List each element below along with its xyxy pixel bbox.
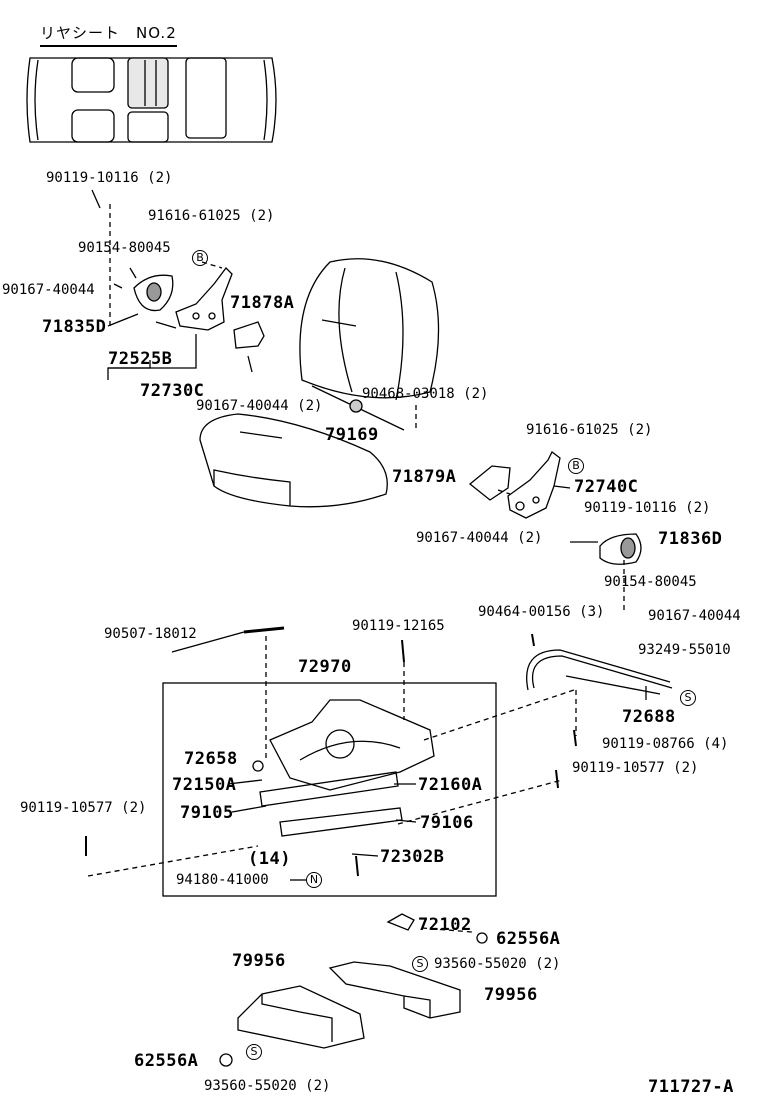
cable-icon [526,649,673,695]
part-label: 72730C [140,381,205,401]
part-label: 72970 [298,657,352,677]
diagram-code: 711727-A [648,1077,734,1097]
part-label: 71879A [392,467,457,487]
seat-adjuster-icon [252,699,435,837]
leader-lines [87,204,625,933]
part-label: 72102 [418,915,472,935]
part-label: 90464-00156 (3) [478,604,605,620]
symbol-s-marker: S [412,956,428,972]
seat-cushion-icon [199,413,388,508]
part-label: 93560-55020 (2) [204,1078,331,1094]
part-label: 79956 [484,985,538,1005]
part-label: 91616-61025 (2) [148,208,275,224]
part-label: 90167-40044 (2) [416,530,543,546]
part-label: 71836D [658,529,723,549]
part-label: 90167-40044 [648,608,741,624]
symbol-s-marker: S [680,690,696,706]
part-label: 72688 [622,707,676,727]
part-label: 62556A [496,929,561,949]
part-label: 72525B [108,349,173,369]
part-label: 90119-10577 (2) [20,800,147,816]
symbol-s-marker: S [246,1044,262,1060]
part-label: 71878A [230,293,295,313]
part-label: 71835D [42,317,107,337]
part-label: 79169 [325,425,379,445]
part-label: 94180-41000 [176,872,269,888]
part-label: 91616-61025 (2) [526,422,653,438]
part-label: (14) [248,849,291,869]
seat-back-icon [299,258,440,401]
hinge-left-icon [91,189,265,373]
part-label: 93249-55010 [638,642,731,658]
part-label: 90119-12165 [352,618,445,634]
part-label: 72740C [574,477,639,497]
part-label: 90119-08766 (4) [602,736,729,752]
small-parts-icon [85,633,577,1067]
part-label: 72150A [172,775,237,795]
part-label: 90119-10116 (2) [46,170,173,186]
symbol-b-marker: B [192,250,208,266]
floor-cover-left-icon [237,985,365,1049]
part-label: 90154-80045 [78,240,171,256]
part-label: 90167-40044 (2) [196,398,323,414]
spring-icon [243,626,285,634]
adjuster-frame-box [162,682,497,897]
part-label: 72160A [418,775,483,795]
symbol-n-marker: N [306,872,322,888]
vehicle-seat-layout-icon [26,57,277,143]
part-label: 90119-10116 (2) [584,500,711,516]
diagram-title: リヤシート NO.2 [40,22,177,47]
part-label: 90119-10577 (2) [572,760,699,776]
part-label: 72302B [380,847,445,867]
part-label: 62556A [134,1051,199,1071]
bolt-icon [91,189,101,209]
part-label: 90507-18012 [104,626,197,642]
part-label: 90468-03018 (2) [362,386,489,402]
floor-cover-right-icon [328,961,461,1019]
label-leaders [107,313,647,881]
symbol-b-marker: B [568,458,584,474]
part-label: 79956 [232,951,286,971]
part-label: 79106 [420,813,474,833]
part-label: 90154-80045 [604,574,697,590]
hinge-right-icon [468,451,642,565]
part-label: 72658 [184,749,238,769]
part-label: 90167-40044 [2,282,95,298]
part-label: 79105 [180,803,234,823]
part-label: 93560-55020 (2) [434,956,561,972]
